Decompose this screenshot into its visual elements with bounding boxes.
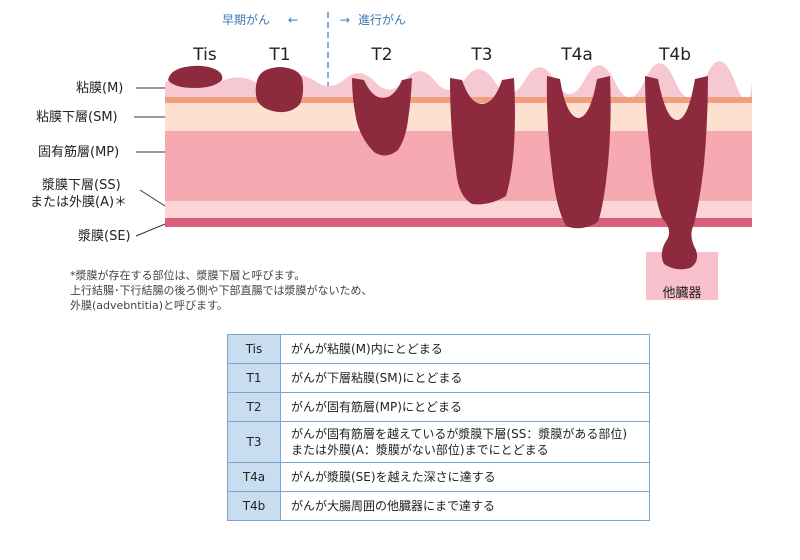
- footnote-line-3: 外膜(advebntitia)と呼びます。: [70, 299, 228, 312]
- stage-label-t4b: T4b: [658, 45, 691, 65]
- advanced-arrow-icon: →: [340, 13, 350, 27]
- table-desc-cell: がんが固有筋層を越えているが漿膜下層(SS：漿膜がある部位) または外膜(A：漿…: [280, 421, 650, 463]
- table-row: Tis がんが粘膜(M)内にとどまる: [227, 334, 650, 364]
- table-row: T3 がんが固有筋層を越えているが漿膜下層(SS：漿膜がある部位) または外膜(…: [227, 421, 650, 463]
- footnote: *漿膜が存在する部位は、漿膜下層と呼びます。 上行結腸･下行結腸の後ろ側や下部直…: [70, 268, 490, 313]
- layer-label-serosa: 漿膜(SE): [78, 229, 131, 244]
- leader-line-serosa: [135, 223, 166, 237]
- table-desc-cell: がんが粘膜(M)内にとどまる: [280, 334, 650, 364]
- tnm-stage-diagram: 早期がん ← → 進行がん Tis T1 T2 T3 T4a T4b 他臓器 粘…: [30, 12, 752, 300]
- table-row: T4b がんが大腸周囲の他臓器にまで達する: [227, 491, 650, 521]
- layer-label-subserosa: 漿膜下層(SS): [42, 178, 121, 193]
- tumor-t4a: [546, 76, 611, 229]
- table-desc-cell: がんが大腸周囲の他臓器にまで達する: [280, 491, 650, 521]
- table-stage-cell: T1: [227, 363, 281, 393]
- table-stage-cell: T4b: [227, 491, 281, 521]
- table-desc-cell: がんが下層粘膜(SM)にとどまる: [280, 363, 650, 393]
- tumor-t2: [352, 78, 412, 156]
- table-desc-line-1: がんが固有筋層を越えているが漿膜下層(SS：漿膜がある部位): [291, 427, 628, 441]
- stage-label-t4a: T4a: [560, 45, 593, 65]
- tumor-t3: [450, 78, 515, 205]
- advanced-cancer-label: 進行がん: [358, 12, 406, 27]
- t-stage-table: Tis がんが粘膜(M)内にとどまる T1 がんが下層粘膜(SM)にとどまる T…: [227, 334, 650, 521]
- other-organ-label: 他臓器: [662, 286, 701, 300]
- stage-label-t2: T2: [370, 45, 392, 65]
- tumor-tis: [168, 65, 223, 88]
- layer-label-muscularis-propria: 固有筋層(MP): [38, 144, 119, 160]
- early-cancer-label: 早期がん: [222, 12, 270, 27]
- table-row: T1 がんが下層粘膜(SM)にとどまる: [227, 363, 650, 393]
- table-row: T4a がんが漿膜(SE)を越えた深さに達する: [227, 462, 650, 492]
- table-stage-cell: T4a: [227, 462, 281, 492]
- layer-label-adventitia: または外膜(A)＊: [30, 195, 127, 210]
- subserosa-layer: [165, 201, 752, 218]
- layer-label-submucosa: 粘膜下層(SM): [36, 110, 118, 125]
- stage-label-tis: Tis: [192, 45, 217, 65]
- table-desc-cell: がんが固有筋層(MP)にとどまる: [280, 392, 650, 422]
- table-row: T2 がんが固有筋層(MP)にとどまる: [227, 392, 650, 422]
- stage-label-t3: T3: [470, 45, 492, 65]
- table-stage-cell: T2: [227, 392, 281, 422]
- tumor-t1: [255, 67, 304, 113]
- leader-line-subserosa: [139, 189, 166, 207]
- table-stage-cell: T3: [227, 421, 281, 463]
- layer-label-mucosa: 粘膜(M): [76, 81, 123, 96]
- tumor-t4b: [645, 76, 708, 270]
- footnote-line-1: *漿膜が存在する部位は、漿膜下層と呼びます。: [70, 269, 306, 282]
- footnote-line-2: 上行結腸･下行結腸の後ろ側や下部直腸では漿膜がないため、: [70, 284, 373, 297]
- serosa-layer: [165, 218, 752, 227]
- early-arrow-icon: ←: [288, 13, 298, 27]
- table-desc-line-2: または外膜(A：漿膜がない部位)までにとどまる: [291, 443, 549, 457]
- stage-label-t1: T1: [268, 45, 290, 65]
- table-desc-cell: がんが漿膜(SE)を越えた深さに達する: [280, 462, 650, 492]
- table-stage-cell: Tis: [227, 334, 281, 364]
